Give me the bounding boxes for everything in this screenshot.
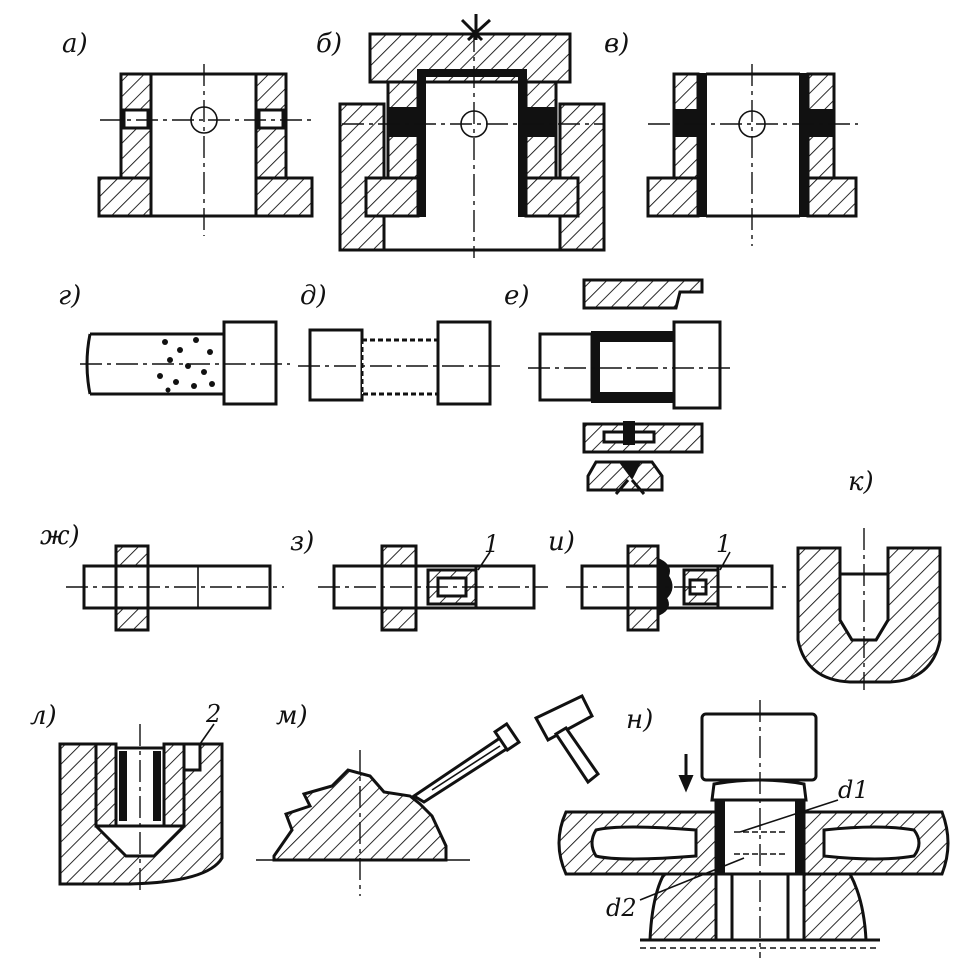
figure-m-caulking: м) bbox=[256, 694, 601, 896]
label-z: з) bbox=[290, 527, 314, 557]
label-i: и) bbox=[548, 527, 575, 557]
label-g: г) bbox=[58, 281, 81, 311]
label-a: а) bbox=[62, 29, 88, 59]
label-d2: d2 bbox=[606, 894, 637, 922]
figure-a-bushing: а) bbox=[62, 29, 314, 236]
callout-2-l: 2 bbox=[205, 700, 221, 728]
figure-g-sprayed-shaft: г) bbox=[58, 281, 290, 406]
label-k: к) bbox=[848, 467, 874, 497]
figure-d-knurled-shaft: д) bbox=[298, 281, 500, 406]
figure-v-lined-bushing: в) bbox=[604, 29, 858, 246]
label-d1: d1 bbox=[838, 776, 869, 804]
figure-b-fixture: б) bbox=[316, 14, 606, 258]
callout-1-i: 1 bbox=[716, 530, 731, 558]
figure-i-welded-plug: и) 1 bbox=[548, 527, 786, 632]
label-n: н) bbox=[626, 705, 653, 735]
figure-n-press-fit: н) d1 d2 bbox=[557, 700, 950, 958]
figure-e-sleeved-shaft: е) bbox=[504, 278, 730, 495]
chisel bbox=[411, 721, 522, 804]
label-m: м) bbox=[276, 701, 308, 731]
figure-l-threaded-insert: л) 2 bbox=[30, 700, 224, 894]
label-v: в) bbox=[604, 29, 629, 59]
label-zh: ж) bbox=[40, 521, 80, 551]
callout-1-z: 1 bbox=[484, 530, 499, 558]
label-b: б) bbox=[316, 29, 342, 59]
label-d: д) bbox=[300, 281, 327, 311]
figure-z-shaft-plug: з) 1 bbox=[290, 527, 548, 632]
spray-particles bbox=[157, 337, 215, 393]
label-e: е) bbox=[504, 281, 530, 311]
figure-zh-shaft-hub: ж) bbox=[40, 521, 284, 632]
label-l: л) bbox=[30, 701, 57, 731]
hammer bbox=[533, 694, 601, 785]
figure-k-blind-hole: к) bbox=[796, 467, 942, 690]
